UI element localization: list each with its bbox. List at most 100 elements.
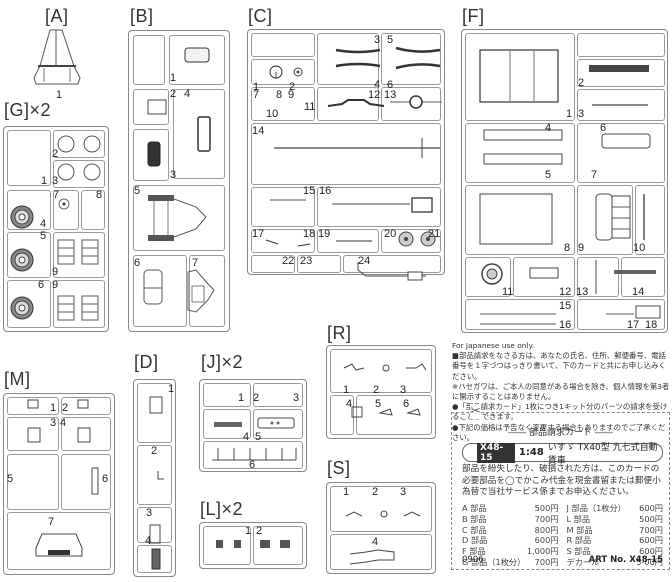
part-b6 (143, 269, 163, 305)
part-m1-m2-seats (27, 399, 89, 409)
part-f9-cab-back (595, 193, 631, 241)
part-number: 12 (368, 89, 381, 101)
part-number: 11 (304, 101, 316, 113)
price-part: L 部品 (566, 513, 591, 524)
part-c5-c6-springs (395, 46, 441, 70)
part-number: 6 (387, 79, 394, 91)
price-row: L 部品 500円 (567, 514, 664, 525)
part-f10-rod (643, 194, 645, 240)
price-value: 500円 (639, 513, 663, 524)
runner-label-c: [C] (248, 6, 273, 26)
price-part: C 部品 (462, 524, 487, 535)
part-number: 7 (48, 516, 55, 528)
part-number: 24 (358, 255, 371, 267)
part-number: 2 (52, 148, 59, 160)
part-number: 4 (184, 88, 191, 100)
part-l-lights (216, 540, 290, 548)
part-number: 4 (243, 431, 250, 443)
part-number: 5 (134, 185, 141, 197)
part-b2 (147, 99, 167, 115)
part-number: 4 (40, 218, 47, 230)
part-number: 3 (374, 34, 381, 46)
part-number: 2 (578, 77, 585, 89)
part-number: 2 (62, 402, 69, 414)
runner-label-j: [J]×2 (201, 352, 244, 372)
part-c12-axle (327, 99, 385, 107)
price-value: 500円 (534, 503, 559, 513)
part-number: 10 (266, 108, 279, 120)
part-number: 8 (276, 89, 283, 101)
part-number: 5 (387, 34, 394, 46)
notes-line: ※ハセガワは、ご本人の同意がある場合を除き、個人情報を第3者に開示することはあり… (452, 381, 670, 402)
price-row: S 部品 600円 (567, 546, 664, 557)
part-number: 12 (559, 286, 572, 298)
part-f14-bar (614, 270, 656, 274)
part-number: 1 (343, 486, 350, 498)
part-f6 (601, 133, 651, 149)
part-number: 1 (245, 525, 252, 537)
part-number: 3 (52, 175, 59, 187)
wheel-icon (10, 296, 34, 320)
part-number: 6 (403, 398, 410, 410)
part-number: 14 (632, 286, 645, 298)
part-b3 (147, 141, 161, 167)
price-value: 700円 (639, 524, 663, 535)
price-part: S 部品 (566, 546, 591, 557)
part-f8-floor (479, 193, 553, 245)
part-f17-f18 (606, 305, 661, 319)
card-footer: 0906 ART No. X48-15 (462, 555, 663, 565)
price-value: 5-00円 (636, 556, 663, 567)
part-number: 6 (249, 459, 256, 471)
part-g9-grid (57, 295, 99, 321)
part-f13-lever (595, 260, 597, 294)
part-f15-f16-rails (480, 313, 556, 325)
part-f4-f5-boards (483, 129, 563, 165)
part-number: 8 (564, 242, 571, 254)
part-number: 1 (566, 108, 573, 120)
part-number: 2 (289, 81, 296, 93)
part-number: 9 (578, 242, 585, 254)
price-row: J 部品（1枚分）600円 (567, 503, 664, 514)
price-row: G 部品（1枚分）700円 (462, 557, 559, 568)
runner-label-m: [M] (4, 369, 31, 389)
price-part: J 部品（1枚分） (566, 503, 626, 513)
part-number: 22 (282, 255, 295, 267)
part-c19-shaft (336, 240, 372, 242)
runner-b (128, 30, 230, 332)
part-number: 6 (134, 257, 141, 269)
part-number: 2 (151, 445, 158, 457)
part-j5-plate (257, 417, 295, 429)
part-number: 3 (146, 507, 153, 519)
part-j6-rack (212, 448, 297, 461)
part-c1-c2-steering (269, 65, 303, 79)
runner-label-l: [L]×2 (200, 499, 244, 519)
part-number: 1 (343, 384, 350, 396)
part-number: 1 (253, 81, 260, 93)
part-d3 (149, 524, 161, 544)
part-number: 4 (545, 122, 552, 134)
part-number: 6 (102, 473, 109, 485)
part-g9-grid (57, 239, 99, 265)
kit-scale: 1:48 (518, 447, 544, 458)
part-number: 5 (40, 230, 47, 242)
part-number: 5 (255, 431, 262, 443)
part-b5 (148, 195, 207, 241)
part-number: 18 (645, 319, 658, 331)
parts-request-card: ✂ ―― 部品請求カード ―― X48-15 1:48 いすゞ TX40型 九七… (451, 404, 670, 570)
part-number: 16 (319, 185, 332, 197)
part-number: 1 (238, 392, 245, 404)
notes-english: For Japanese use only. (452, 341, 535, 350)
kit-banner: X48-15 1:48 いすゞ TX40型 九七式自動貨車 (462, 442, 663, 466)
part-number: 3 (170, 169, 177, 181)
part-s-legs (345, 510, 421, 518)
price-value: 600円 (639, 546, 663, 557)
part-b7 (187, 269, 215, 313)
part-number: 3 (400, 384, 407, 396)
part-number: 3 (578, 108, 585, 120)
